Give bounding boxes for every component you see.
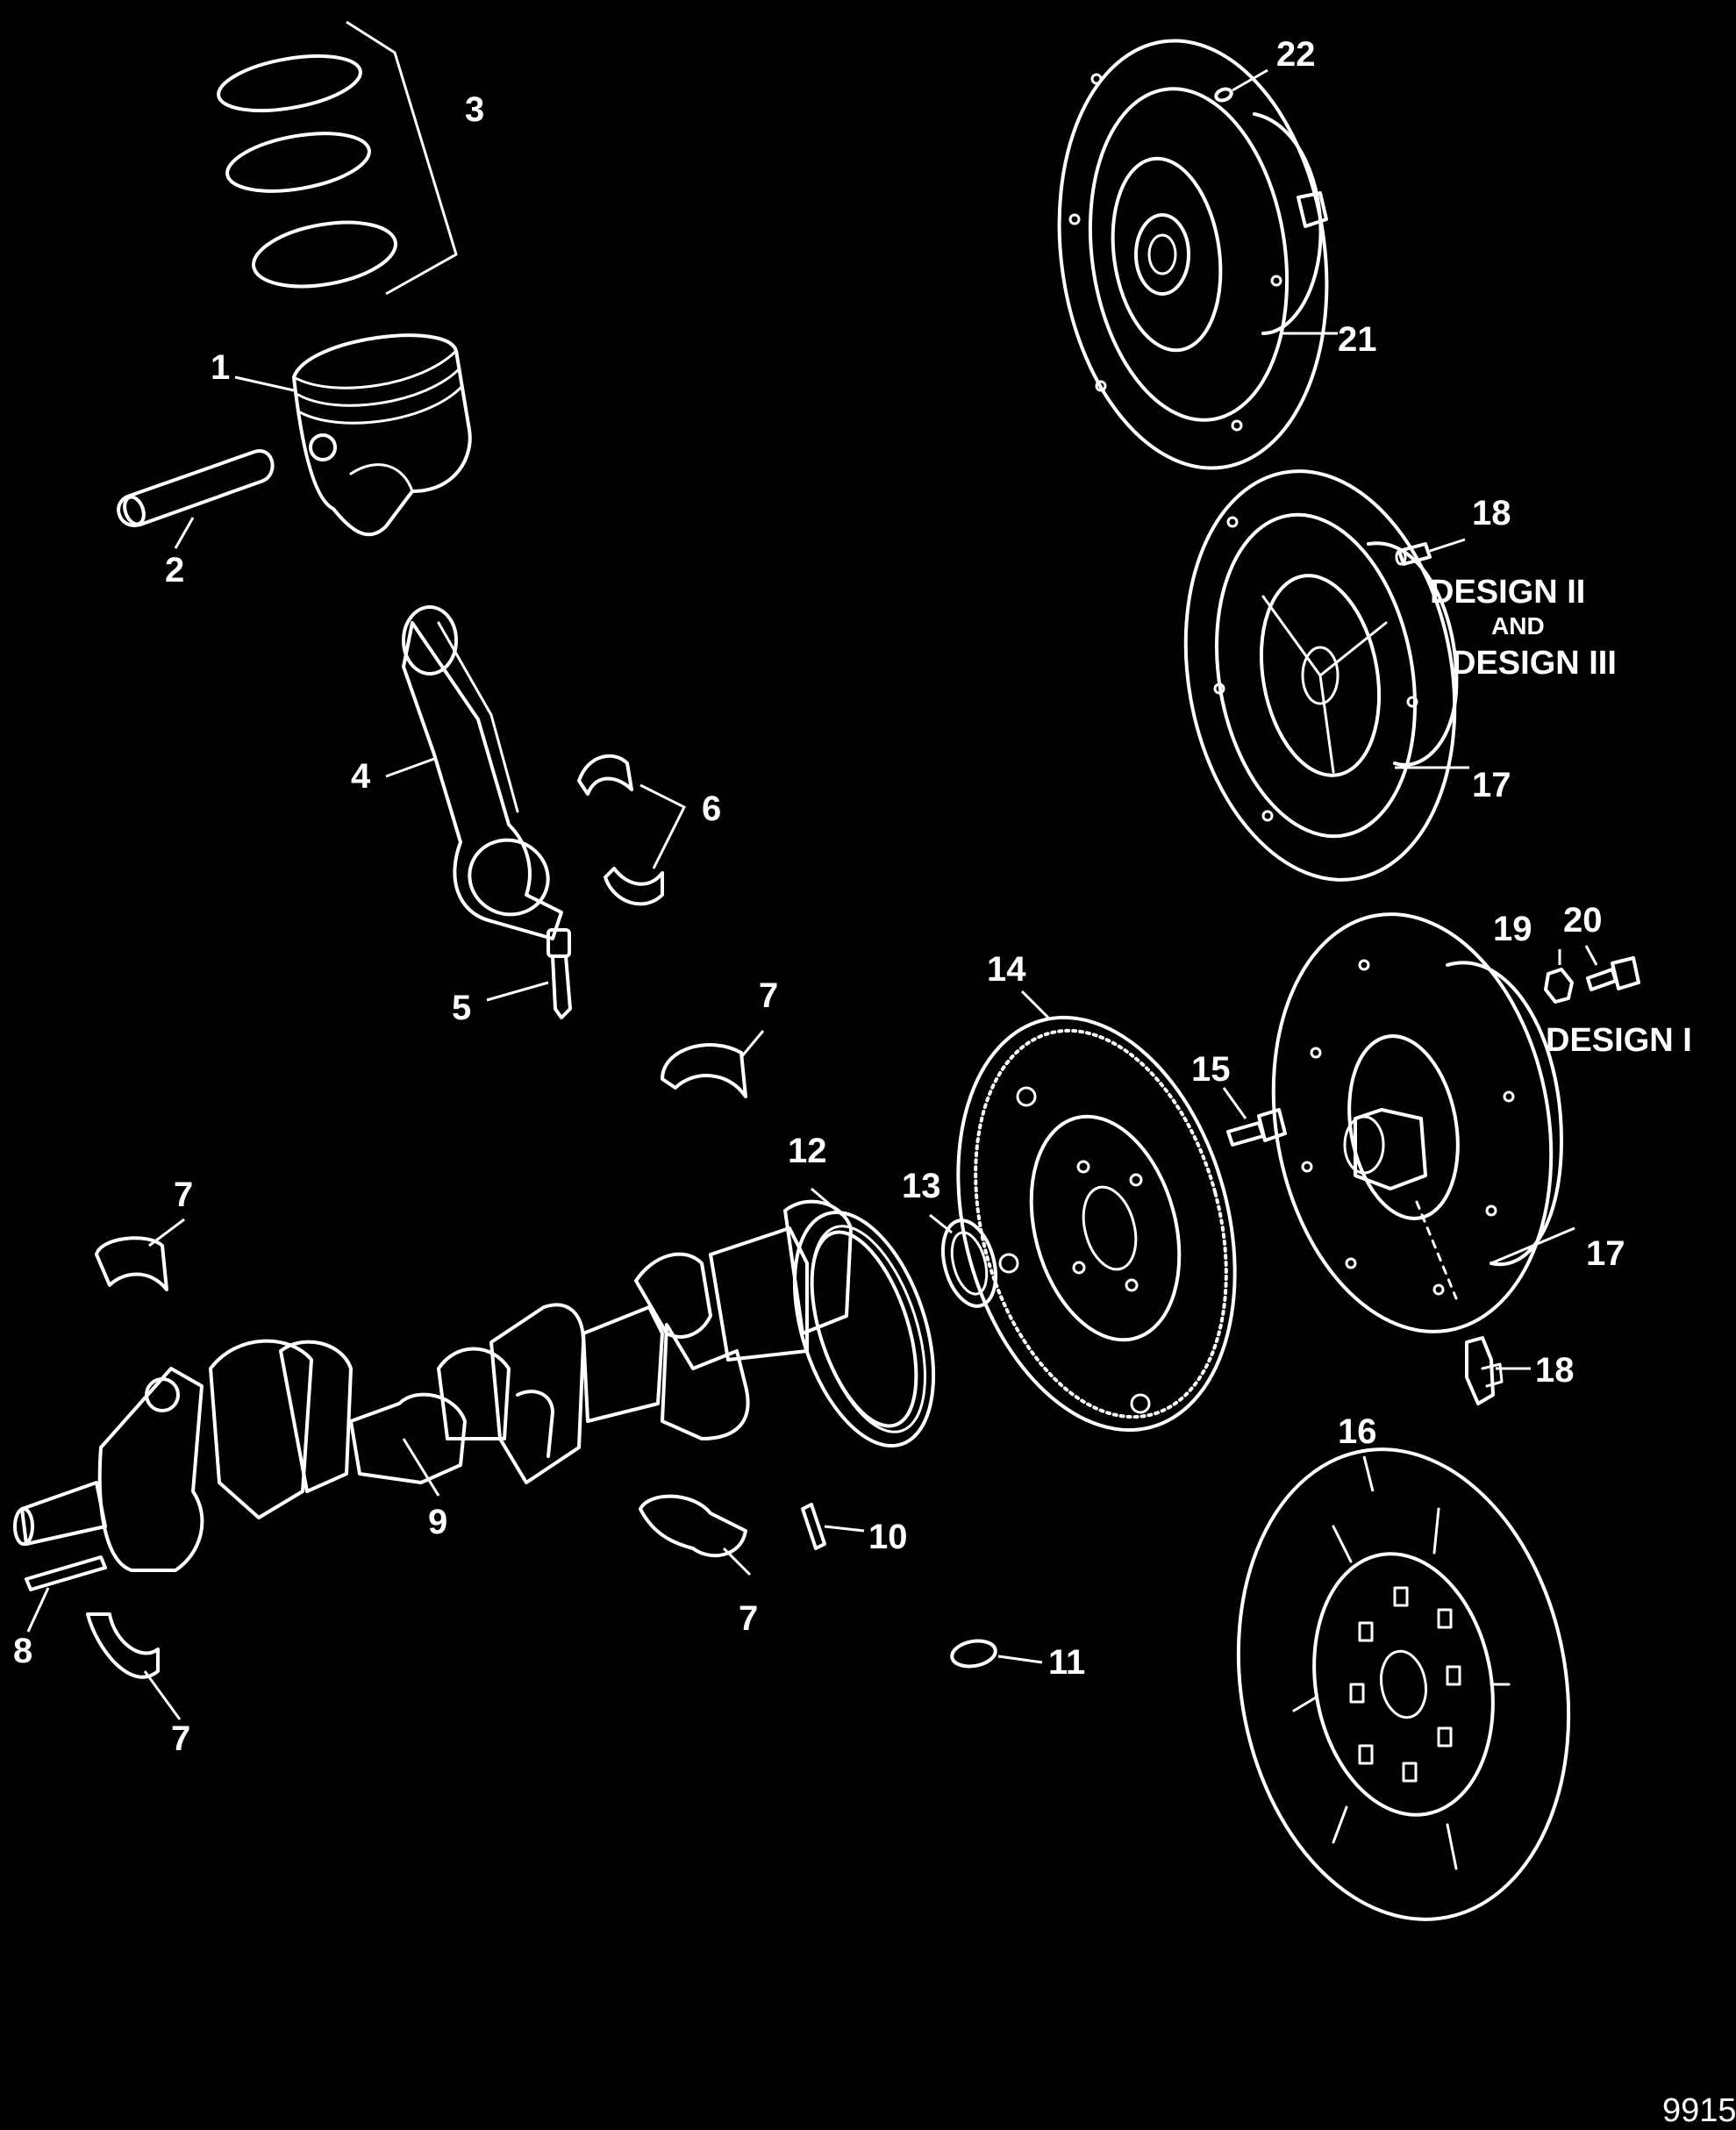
label-and: AND: [1491, 612, 1545, 640]
callout-numbers: 1 2 3 4 5 6 7 7 7 7 8 9 10 11 12 13 14 1…: [13, 35, 1625, 1758]
piston-pin: [117, 449, 275, 527]
callout-11: 11: [1048, 1643, 1085, 1682]
callout-1: 1: [211, 348, 230, 387]
callout-8: 8: [13, 1632, 32, 1670]
callout-6: 6: [702, 790, 721, 828]
damper-plate: [1057, 39, 1329, 470]
callout-21: 21: [1338, 320, 1377, 359]
screw: [1214, 87, 1233, 103]
callout-7-lower-center: 7: [739, 1599, 758, 1638]
callout-20: 20: [1563, 901, 1603, 940]
callout-7-lower-left: 7: [171, 1719, 190, 1758]
drive-plate-design-one: [1271, 912, 1563, 1333]
pilot-bearing: [941, 1219, 997, 1308]
drive-plate-design-two-three: [1183, 469, 1459, 882]
label-design-two: DESIGN II: [1430, 574, 1585, 611]
main-bearing-lower-left: [86, 1612, 160, 1679]
leader-lines: [26, 68, 1598, 1720]
crankshaft-key: [25, 1555, 107, 1591]
callout-18-lower: 18: [1535, 1351, 1575, 1390]
main-bearing-left: [95, 1236, 168, 1291]
callout-9: 9: [428, 1503, 447, 1541]
label-design-three: DESIGN III: [1452, 645, 1617, 682]
callout-7-upper-center: 7: [759, 976, 778, 1015]
callout-5: 5: [452, 989, 471, 1027]
main-bearing-upper-center: [661, 1043, 747, 1098]
callout-18-upper: 18: [1472, 494, 1511, 532]
fitting-upper: [1395, 542, 1432, 566]
bolt: [1586, 956, 1640, 991]
fitting-lower: [1465, 1336, 1504, 1405]
callout-4: 4: [351, 757, 371, 796]
callout-16: 16: [1338, 1412, 1377, 1451]
callout-12: 12: [788, 1132, 827, 1170]
figure-id: 9915: [1662, 2092, 1736, 2129]
callout-15: 15: [1191, 1050, 1231, 1089]
crankshaft: [13, 1199, 853, 1572]
rear-main-seal: [792, 1210, 936, 1448]
clutch-disc: [1236, 1447, 1571, 1921]
piston-rings: [217, 20, 458, 296]
main-bearing-lower-center: [639, 1494, 747, 1558]
callout-14: 14: [987, 950, 1026, 989]
callout-19: 19: [1493, 910, 1532, 948]
rod-bolt: [547, 928, 572, 1019]
washer: [950, 1639, 997, 1669]
callout-10: 10: [868, 1518, 908, 1556]
callout-17-lower: 17: [1586, 1234, 1625, 1273]
label-design-one: DESIGN I: [1546, 1022, 1692, 1059]
flywheel-bolt: [1226, 1108, 1287, 1147]
rod-bearings: [577, 754, 687, 906]
flywheel: [956, 1015, 1237, 1433]
callout-2: 2: [165, 551, 184, 590]
callout-13: 13: [902, 1167, 941, 1205]
callout-3: 3: [465, 90, 484, 129]
callout-7-left: 7: [174, 1176, 193, 1214]
dowel-pin: [801, 1503, 826, 1550]
design-labels: DESIGN II AND DESIGN III DESIGN I: [1430, 574, 1692, 1059]
nut: [1544, 968, 1574, 1004]
connecting-rod: [402, 605, 563, 940]
piston: [292, 333, 472, 537]
callout-17-upper: 17: [1472, 766, 1511, 804]
callout-22: 22: [1276, 35, 1316, 74]
